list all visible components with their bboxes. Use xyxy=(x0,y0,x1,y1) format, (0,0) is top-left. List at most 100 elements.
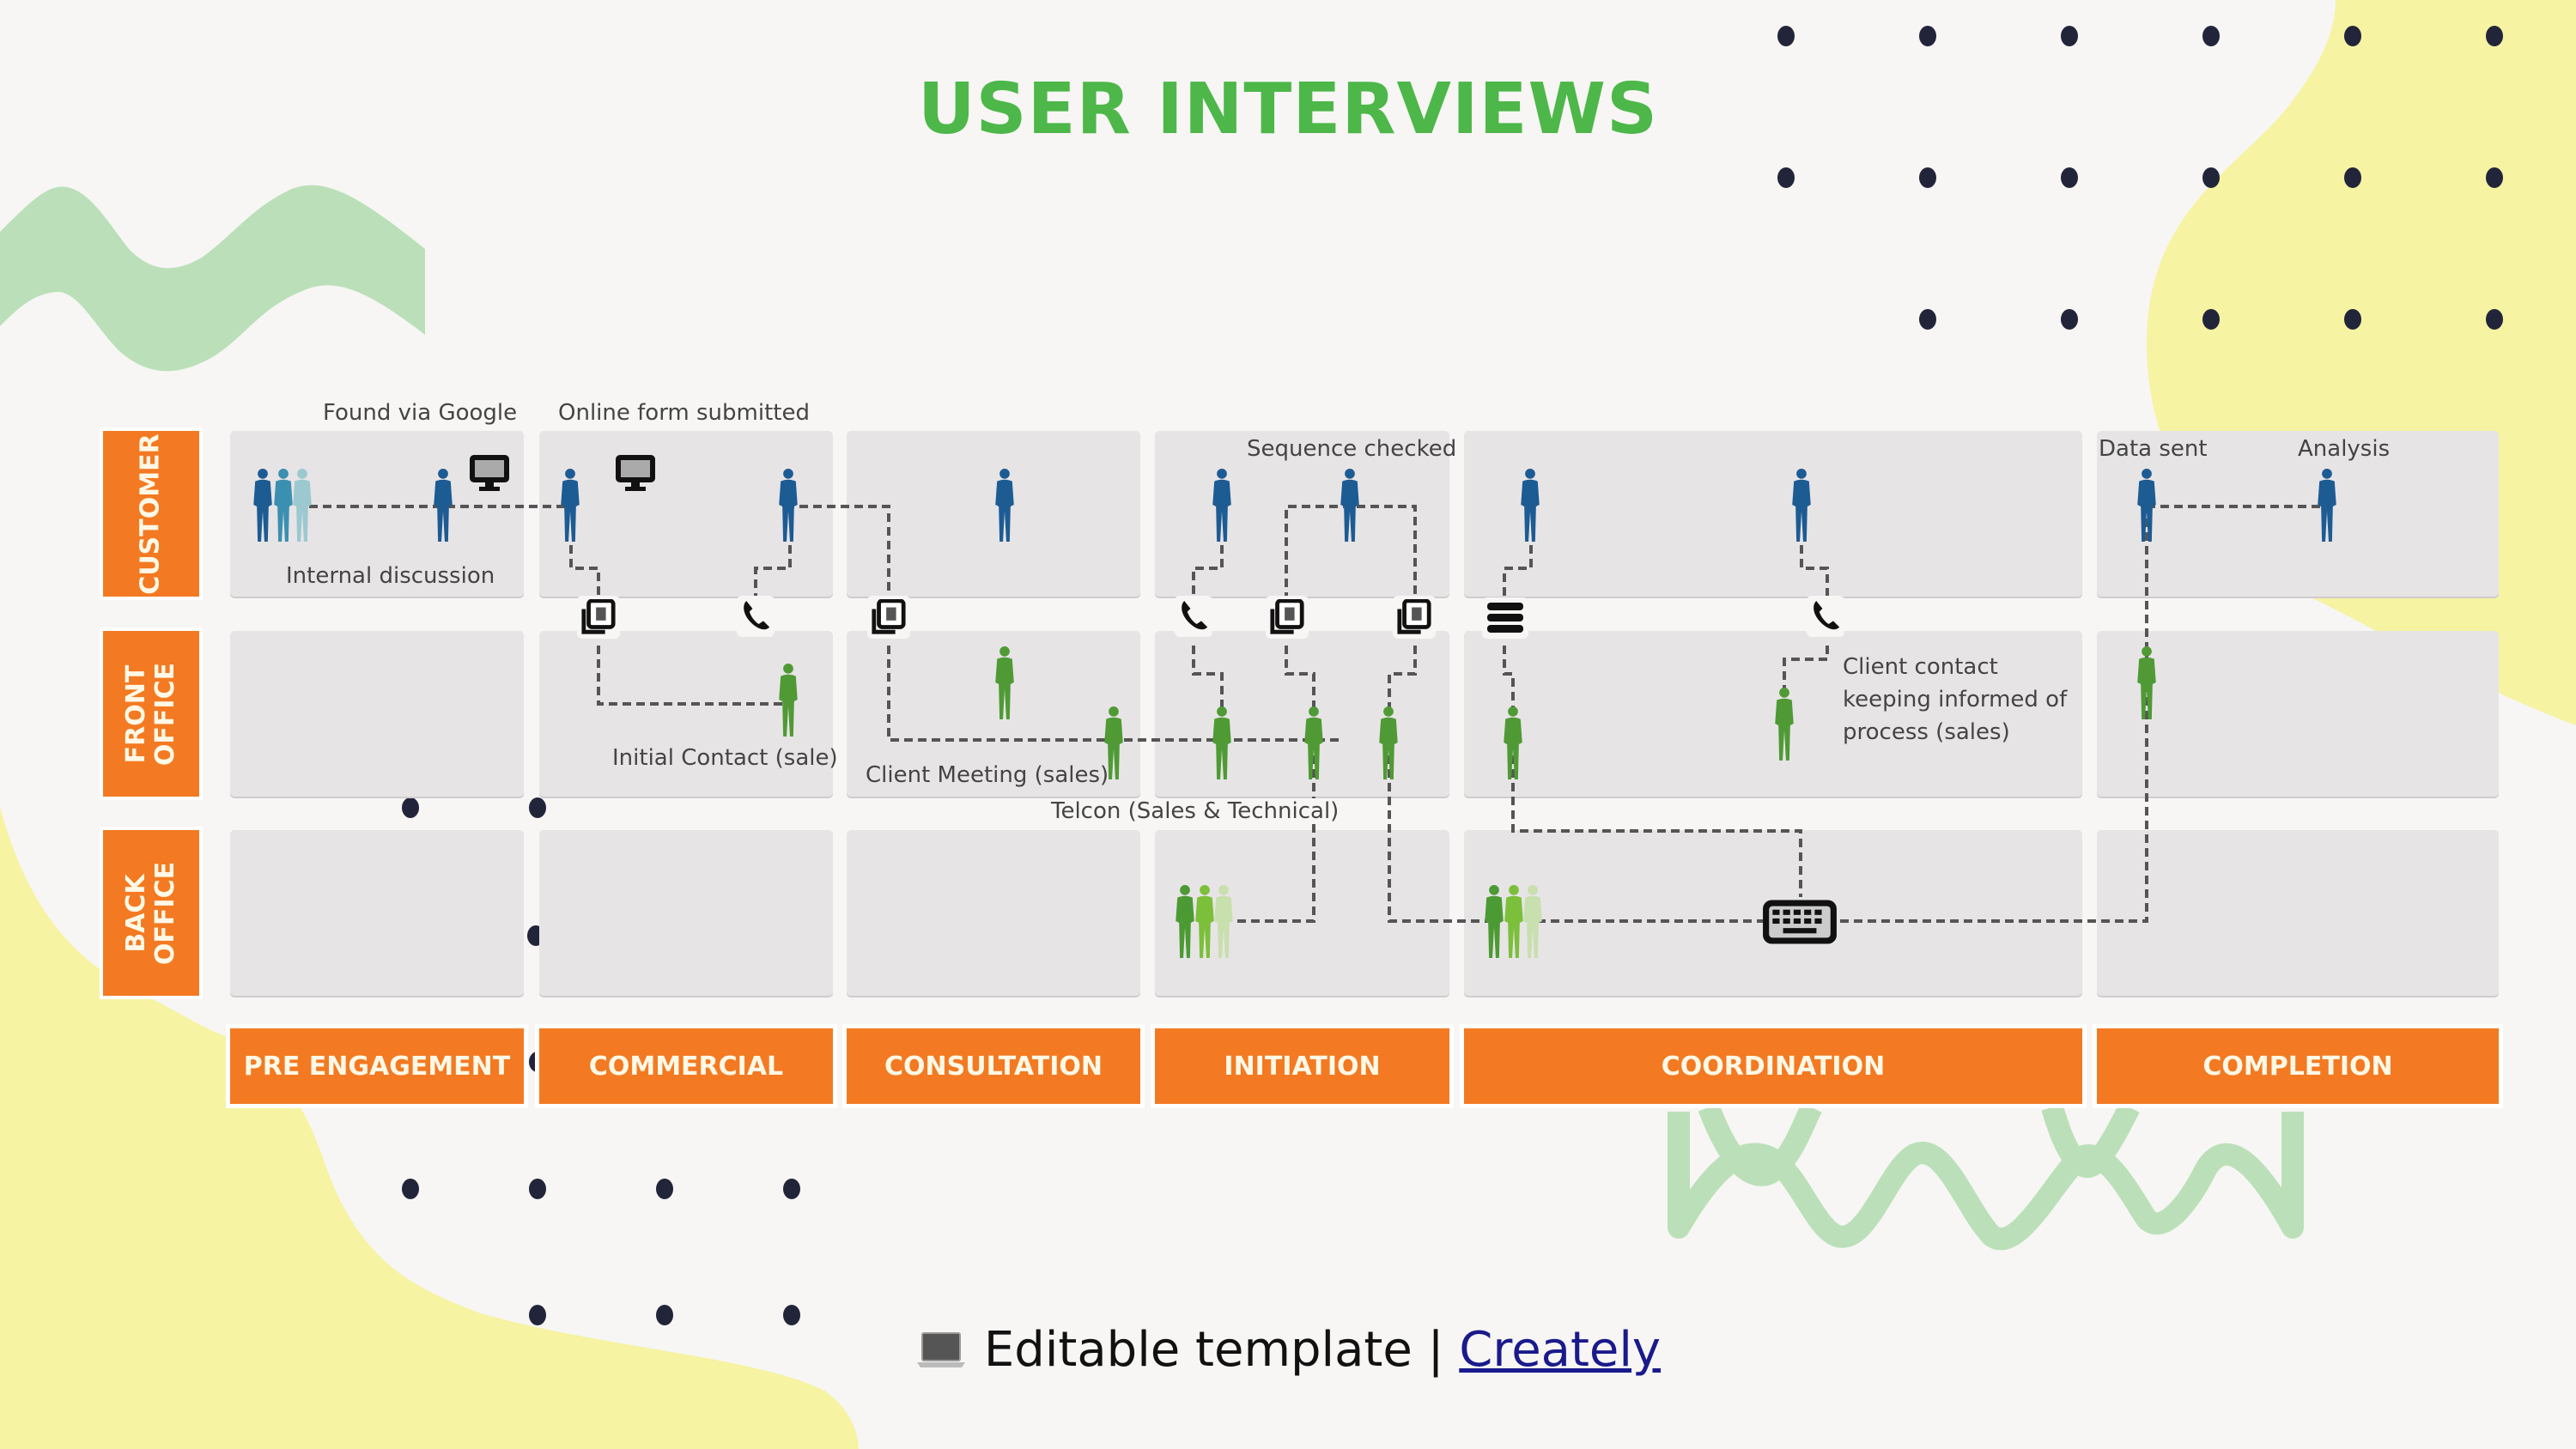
keyboard-icon xyxy=(1763,900,1837,944)
phone-icon-bg xyxy=(1807,596,1844,637)
staff-group-icon xyxy=(1214,884,1233,959)
footer-text: Editable template | xyxy=(983,1322,1460,1378)
connector-line xyxy=(1783,646,1829,704)
decorative-dot xyxy=(2344,167,2361,188)
customer-person-icon xyxy=(779,468,798,543)
creately-link[interactable]: Creately xyxy=(1459,1322,1662,1378)
customer-person-icon xyxy=(434,468,453,543)
connector-line xyxy=(1503,545,1533,601)
customer-person-icon xyxy=(1792,468,1811,543)
cell-back-commercial xyxy=(539,830,833,996)
phase-commercial[interactable]: COMMERCIAL xyxy=(539,1028,833,1104)
document-icon xyxy=(1400,601,1429,632)
staff-group-icon xyxy=(1176,884,1194,959)
phase-consultation[interactable]: CONSULTATION xyxy=(847,1028,1140,1104)
cell-front-initiation xyxy=(1155,631,1449,797)
cell-customer-completion xyxy=(2097,431,2499,597)
decorative-dot xyxy=(529,1305,546,1325)
connector-line xyxy=(1192,646,1224,712)
connector-line xyxy=(1800,545,1829,601)
decorative-dot xyxy=(783,1305,800,1325)
list-icon xyxy=(1487,603,1523,633)
cell-customer-coordination xyxy=(1464,431,2082,597)
connector-line xyxy=(786,505,890,616)
document-icon xyxy=(1273,601,1302,632)
decorative-dot xyxy=(1919,167,1936,188)
phase-initiation[interactable]: INITIATION xyxy=(1155,1028,1449,1104)
staff-person-icon xyxy=(1775,687,1794,761)
decorative-dot xyxy=(402,797,419,818)
note-sequence-checked: Sequence checked xyxy=(1247,436,1457,462)
connector-line xyxy=(1388,646,1417,712)
note-internal-discussion: Internal discussion xyxy=(286,563,495,589)
cell-front-consultation xyxy=(847,631,1140,797)
cell-front-coordination xyxy=(1464,631,2082,797)
footer: Editable template | Creately xyxy=(0,1322,2576,1378)
lane-label-front-office: FRONT OFFICE xyxy=(103,631,199,797)
decorative-dot xyxy=(2202,26,2220,46)
decorative-dot xyxy=(529,1179,546,1199)
document-icon xyxy=(874,601,903,632)
staff-person-icon xyxy=(2137,646,2156,720)
customer-person-icon xyxy=(995,468,1014,543)
decorative-dot xyxy=(2486,26,2503,46)
staff-group-icon xyxy=(1504,884,1523,959)
decorative-dot xyxy=(2061,26,2078,46)
green-wave-top-left xyxy=(0,185,425,372)
lane-label-back-office: BACK OFFICE xyxy=(103,830,199,996)
connector-line xyxy=(887,646,1340,742)
decorative-dot xyxy=(1919,309,1936,330)
decorative-dot xyxy=(783,1179,800,1199)
decorative-dot xyxy=(2344,26,2361,46)
decorative-dot xyxy=(2202,309,2220,330)
cell-front-completion xyxy=(2097,631,2499,797)
customer-person-icon xyxy=(1212,468,1231,543)
staff-group-icon xyxy=(1485,884,1504,959)
connector-line xyxy=(1236,755,1315,923)
customer-group-icon xyxy=(253,468,272,543)
connector-line xyxy=(569,545,600,601)
decorative-dot xyxy=(2486,167,2503,188)
decorative-dot xyxy=(402,1179,419,1199)
connector-line xyxy=(1503,646,1515,712)
customer-person-icon xyxy=(561,468,580,543)
cell-back-completion xyxy=(2097,830,2499,996)
connector-line xyxy=(1511,755,1802,897)
monitor-icon xyxy=(470,455,509,491)
customer-person-icon xyxy=(2318,468,2336,543)
decorative-dot xyxy=(1777,26,1795,46)
connector-line xyxy=(1285,646,1315,712)
connector-line xyxy=(1192,545,1224,601)
note-telcon: Telcon (Sales & Technical) xyxy=(1046,798,1345,824)
staff-person-icon xyxy=(1212,706,1231,780)
decorative-dot xyxy=(656,1179,673,1199)
page-title: USER INTERVIEWS xyxy=(917,69,1659,150)
note-found-via-google: Found via Google xyxy=(323,400,518,426)
phase-pre-engagement[interactable]: PRE ENGAGEMENT xyxy=(230,1028,524,1104)
phase-completion[interactable]: COMPLETION xyxy=(2097,1028,2499,1104)
decorative-dot xyxy=(2486,309,2503,330)
phone-icon-bg xyxy=(737,596,775,637)
document-icon xyxy=(584,601,613,632)
connector-line xyxy=(1388,755,1494,923)
cell-customer-consultation xyxy=(847,431,1140,597)
connector-line xyxy=(597,646,790,706)
note-analysis: Analysis xyxy=(2298,436,2391,462)
connector-line xyxy=(754,545,792,601)
customer-person-icon xyxy=(1340,468,1359,543)
note-data-sent: Data sent xyxy=(2099,436,2208,462)
yellow-blob-bottom-left xyxy=(0,807,859,1449)
phase-coordination[interactable]: COORDINATION xyxy=(1464,1028,2082,1104)
decorative-dot xyxy=(2344,309,2361,330)
decorative-dot xyxy=(1919,26,1936,46)
staff-group-icon xyxy=(1195,884,1214,959)
note-client-meeting: Client Meeting (sales) xyxy=(866,762,1109,788)
staff-person-icon xyxy=(1379,706,1398,780)
decorative-dot xyxy=(2061,309,2078,330)
customer-group-icon xyxy=(293,468,312,543)
decorative-dot xyxy=(656,1305,673,1325)
staff-group-icon xyxy=(1523,884,1542,959)
staff-person-icon xyxy=(995,646,1014,720)
note-initial-contact: Initial Contact (sale) xyxy=(612,745,838,771)
